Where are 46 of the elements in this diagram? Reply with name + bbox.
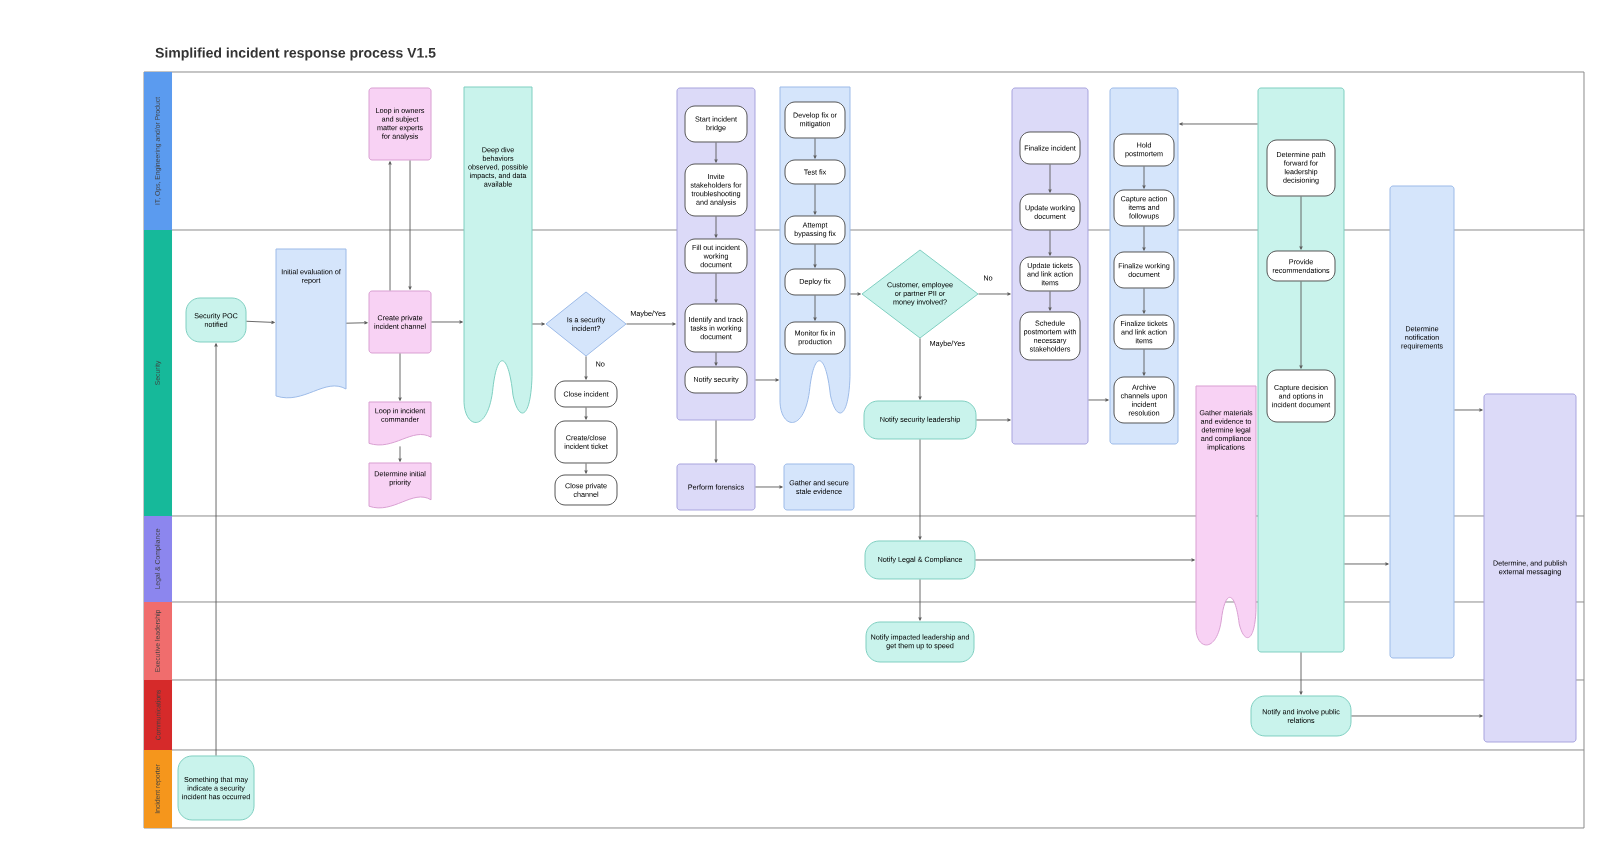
arrow: [584, 355, 588, 380]
arrow: [408, 160, 412, 290]
arrow: [625, 322, 676, 326]
arrow: [1344, 562, 1389, 566]
arrow: [1351, 714, 1483, 718]
arrow: [584, 463, 588, 474]
arrow: [714, 273, 718, 303]
arrow: [531, 322, 545, 326]
arrow: [976, 418, 1011, 422]
arrow: [918, 579, 922, 621]
arrow: [1299, 281, 1303, 369]
arrow: [714, 216, 718, 238]
arrow: [1048, 164, 1052, 193]
arrow: [431, 320, 463, 324]
arrow: [214, 343, 218, 756]
arrow: [1142, 288, 1146, 314]
arrow: [1454, 408, 1483, 412]
arrow: [975, 558, 1195, 562]
arrow: [755, 485, 783, 489]
arrow: [849, 292, 861, 296]
arrow: [1048, 230, 1052, 256]
arrow: [918, 439, 922, 540]
arrow: [584, 407, 588, 420]
arrow: [755, 378, 779, 382]
arrow: [1142, 226, 1146, 251]
arrow: [714, 142, 718, 163]
arrow: [398, 353, 402, 401]
arrow: [1088, 398, 1109, 402]
arrow: [714, 352, 718, 366]
arrow: [1142, 349, 1146, 376]
arrow: [1048, 291, 1052, 311]
arrow: [977, 292, 1011, 296]
arrow: [813, 295, 817, 321]
arrow: [813, 184, 817, 215]
arrow: [345, 321, 368, 325]
arrow: [1299, 652, 1303, 695]
arrow: [918, 337, 922, 400]
arrow: [1299, 196, 1303, 250]
arrow: [714, 420, 718, 463]
arrow: [813, 244, 817, 268]
arrow: [388, 161, 392, 291]
arrow: [398, 445, 402, 462]
arrow: [813, 138, 817, 159]
arrow: [1142, 166, 1146, 189]
arrow: [1179, 122, 1258, 126]
arrow: [246, 320, 275, 324]
